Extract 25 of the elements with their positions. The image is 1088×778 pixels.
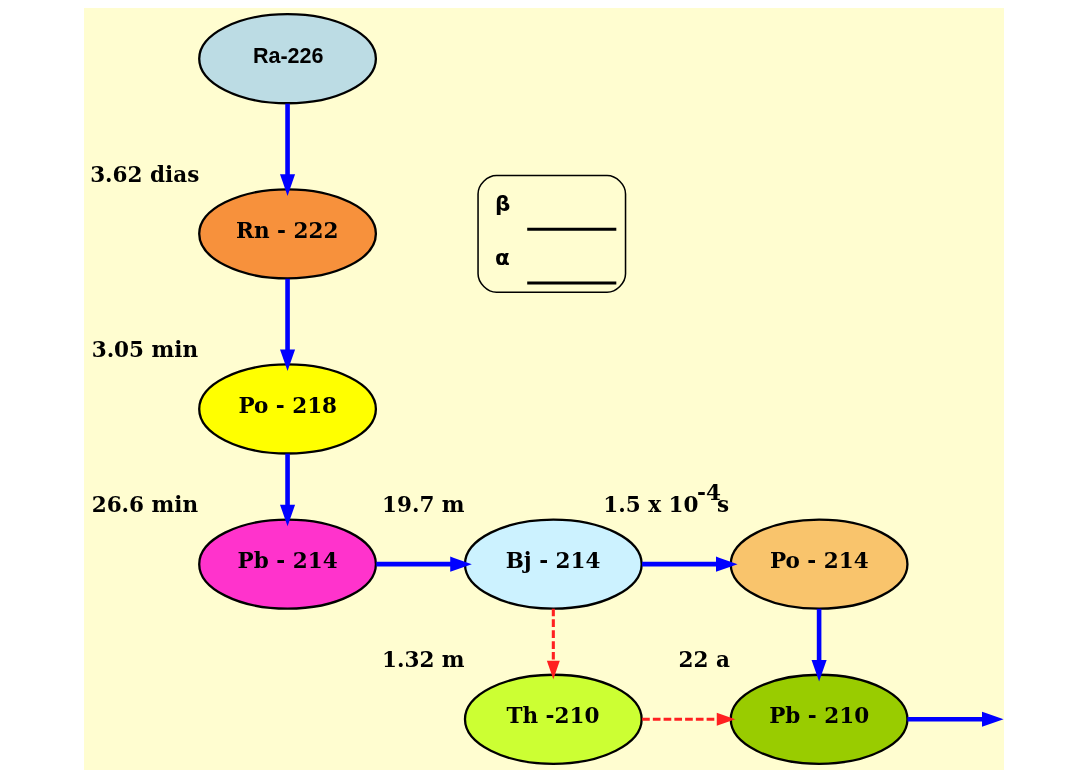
node-label: 26.6 min [91,492,199,518]
arrow [280,453,296,527]
arrow [280,103,296,196]
arrow [376,556,472,572]
node-ellipse: Th -210 [463,673,643,765]
arrow [280,278,296,371]
node-ellipse: Po - 214 [729,518,909,610]
node-ellipse: Bj - 214 [463,518,643,610]
arrow [907,711,1004,727]
node-label: 3.62 dias [90,161,200,187]
arrow [811,608,827,682]
node-ellipse: Pb - 214 [198,518,378,610]
node-label: 1.32 m [382,647,465,673]
arrow [642,712,736,726]
legend-label: α [494,244,510,270]
node-ellipse: Ra-226 [198,13,378,105]
node-label: 22 a [678,647,730,673]
node-ellipse: Pb - 210 [729,673,909,765]
node-ellipse: Rn - 222 [198,188,378,280]
node-ellipse: Po - 218 [198,363,378,455]
node-label: 19.7 m [382,492,465,518]
arrow [642,556,738,572]
legend-label: β [494,191,511,217]
arrow [546,608,560,680]
node-label: 3.05 min [91,337,199,363]
